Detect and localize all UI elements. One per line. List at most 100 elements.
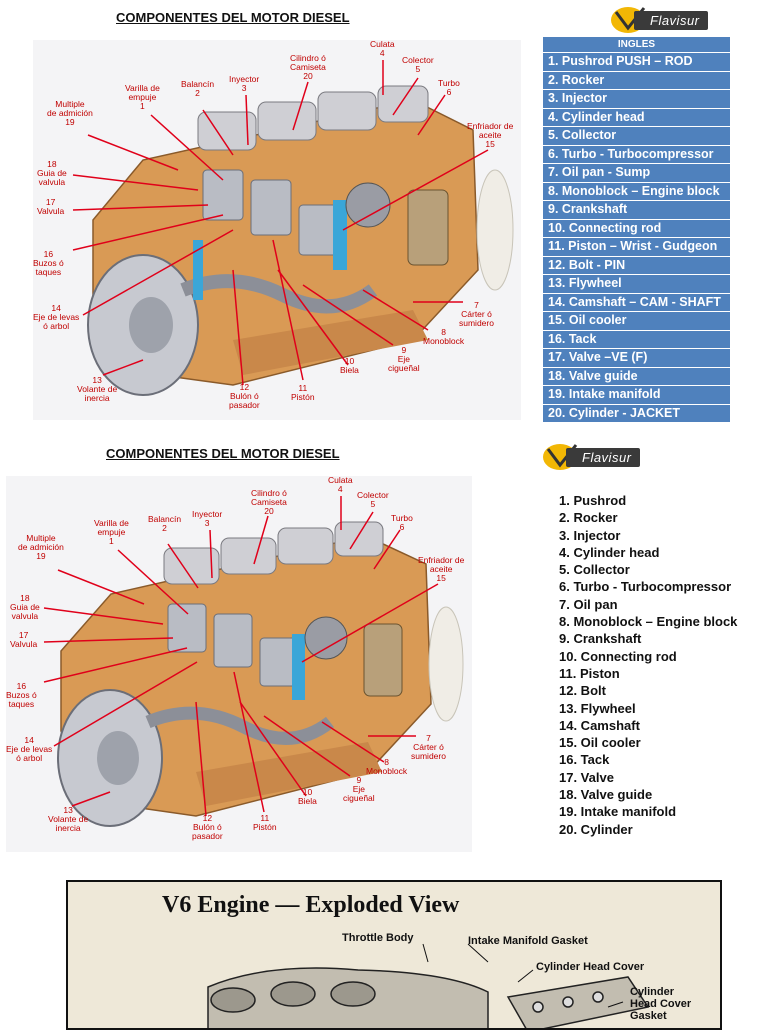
list-item: 15. Oil cooler [559,735,641,751]
section2-title: COMPONENTES DEL MOTOR DIESEL [106,446,340,461]
label-valve: 17 Valvula [10,630,38,649]
label-monoblock: 8 Monoblock [423,327,465,346]
label-piston: 11 Pistón [253,813,277,832]
label-oil-cooler: Enfriador de aceite 15 [467,121,514,149]
list-item: 18. Valve guide [559,787,653,803]
list-item: 16. Tack [559,752,610,768]
list-item: 10. Connecting rod [559,648,677,664]
label-oil-pan: 7 Cárter ó sumidero [411,733,446,761]
label-tack: 16 Buzos ó taques [33,249,64,277]
table-row: 8. Monoblock – Engine block [543,182,730,201]
list-item: 2. Rocker [559,510,618,526]
part-intake-gasket: Intake Manifold Gasket [468,935,588,947]
label-flywheel: 13 Volante de inercia [77,375,118,403]
label-injector: Inyector 3 [192,509,223,528]
label-turbo: Turbo 6 [391,513,413,532]
v6-title: V6 Engine — Exploded View [162,892,460,918]
table-row: 7. Oil pan - Sump [543,164,730,183]
list-item: 8. Monoblock – Engine block [559,614,738,630]
table-row: 19. Intake manifold [543,386,730,405]
list-item: 14. Camshaft [559,717,640,733]
label-collector: Colector 5 [357,490,389,509]
label-oil-pan: 7 Cárter ó sumidero [459,300,494,328]
label-cylinder-head: Culata 4 [328,476,353,494]
part-head-cover-gasket: Cylinder Head Cover Gasket [630,986,692,1023]
label-pushrod: Varilla de empuje 1 [125,83,160,111]
flavisur-logo-2: Flavisur [540,441,640,473]
list-item: 1. Pushrod [559,493,627,508]
label-camshaft: 14 Eje de levas ó arbol [33,303,80,331]
table-row: 10. Connecting rod [543,219,730,238]
table-row: 3. Injector [543,90,730,109]
list-item: 12. Bolt [559,683,606,699]
label-tack: 16 Buzos ó taques [6,681,37,709]
label-injector: Inyector 3 [229,74,260,93]
label-oil-cooler: Enfriador de aceite 15 [418,555,465,583]
label-monoblock: 8 Monoblock [366,757,408,776]
list-item: 9. Crankshaft [559,631,642,647]
label-rocker: Balancín 2 [148,514,182,533]
table-row: 9. Crankshaft [543,201,730,220]
label-piston: 11 Pistón [291,383,315,402]
list-item: 3. Injector [559,527,621,543]
label-turbo: Turbo 6 [438,78,460,97]
table-row: 4. Cylinder head [543,108,730,127]
table-row: 14. Camshaft – CAM - SHAFT [543,293,730,312]
table-row: 11. Piston – Wrist - Gudgeon [543,238,730,257]
table-row: 1. Pushrod PUSH – ROD [543,53,730,72]
label-rocker: Balancín 2 [181,79,215,98]
table-row: 16. Tack [543,330,730,349]
label-cylinder-head: Culata 4 [370,40,395,58]
engine-diagram-2: Varilla de empuje 1 Balancín 2 Inyector … [6,476,472,852]
list-item: 5. Collector [559,562,630,578]
list-item: 19. Intake manifold [559,804,677,820]
logo-text: Flavisur [566,447,640,467]
label-cylinder: Cilindro ó Camiseta 20 [290,53,326,81]
part-throttle-body: Throttle Body [342,932,414,944]
label-bolt: 12 Bulón ó pasador [229,382,260,410]
label-connecting-rod: 10 Biela [340,356,359,375]
table-row: 17. Valve –VE (F) [543,349,730,368]
label-flywheel: 13 Volante de inercia [48,805,89,833]
flavisur-logo: Flavisur [608,4,708,36]
list-item: 17. Valve [559,769,614,785]
list-item: 20. Cylinder [559,821,633,837]
label-pushrod: Varilla de empuje 1 [94,518,129,546]
list-item: 4. Cylinder head [559,544,660,560]
table-row: 5. Collector [543,127,730,146]
label-connecting-rod: 10 Biela [298,787,317,806]
section1-title: COMPONENTES DEL MOTOR DIESEL [116,10,350,25]
label-collector: Colector 5 [402,55,434,74]
engine-cutaway-illustration [72,60,514,396]
label-crankshaft: 9 Eje cigueñal [343,775,375,803]
label-valve-guide: 18 Guia de valvula [10,593,40,621]
list-item: 6. Turbo - Turbocompressor [559,579,732,595]
engine-diagram-1: Varilla de empuje 1 Balancín 2 Inyector … [33,40,521,420]
engine-cutaway-illustration [43,496,464,827]
table-row: 18. Valve guide [543,367,730,386]
list-item: 11. Piston [559,665,620,681]
table-row: 15. Oil cooler [543,312,730,331]
list-item: 7. Oil pan [559,596,618,612]
label-valve: 17 Valvula [37,197,65,216]
label-cylinder: Cilindro ó Camiseta 20 [251,488,287,516]
logo-text: Flavisur [634,10,708,30]
table-row: 12. Bolt - PIN [543,256,730,275]
list-item: 13. Flywheel [559,700,636,716]
table-header: INGLES [543,37,730,53]
v6-parts-illustration [207,943,650,1028]
part-head-cover: Cylinder Head Cover [536,961,645,973]
label-camshaft: 14 Eje de levas ó arbol [6,735,53,763]
label-crankshaft: 9 Eje cigueñal [388,345,420,373]
table-row: 2. Rocker [543,71,730,90]
table-row: 20. Cylinder - JACKET [543,404,730,423]
label-bolt: 12 Bulón ó pasador [192,813,223,841]
v6-exploded-view: V6 Engine — Exploded View Throttle Body … [66,880,722,1030]
table-row: 13. Flywheel [543,275,730,294]
label-intake-manifold: Multiple de admición 19 [47,99,93,127]
label-valve-guide: 18 Guia de valvula [37,159,67,187]
table-row: 6. Turbo - Turbocompressor [543,145,730,164]
label-intake-manifold: Multiple de admición 19 [18,533,64,561]
